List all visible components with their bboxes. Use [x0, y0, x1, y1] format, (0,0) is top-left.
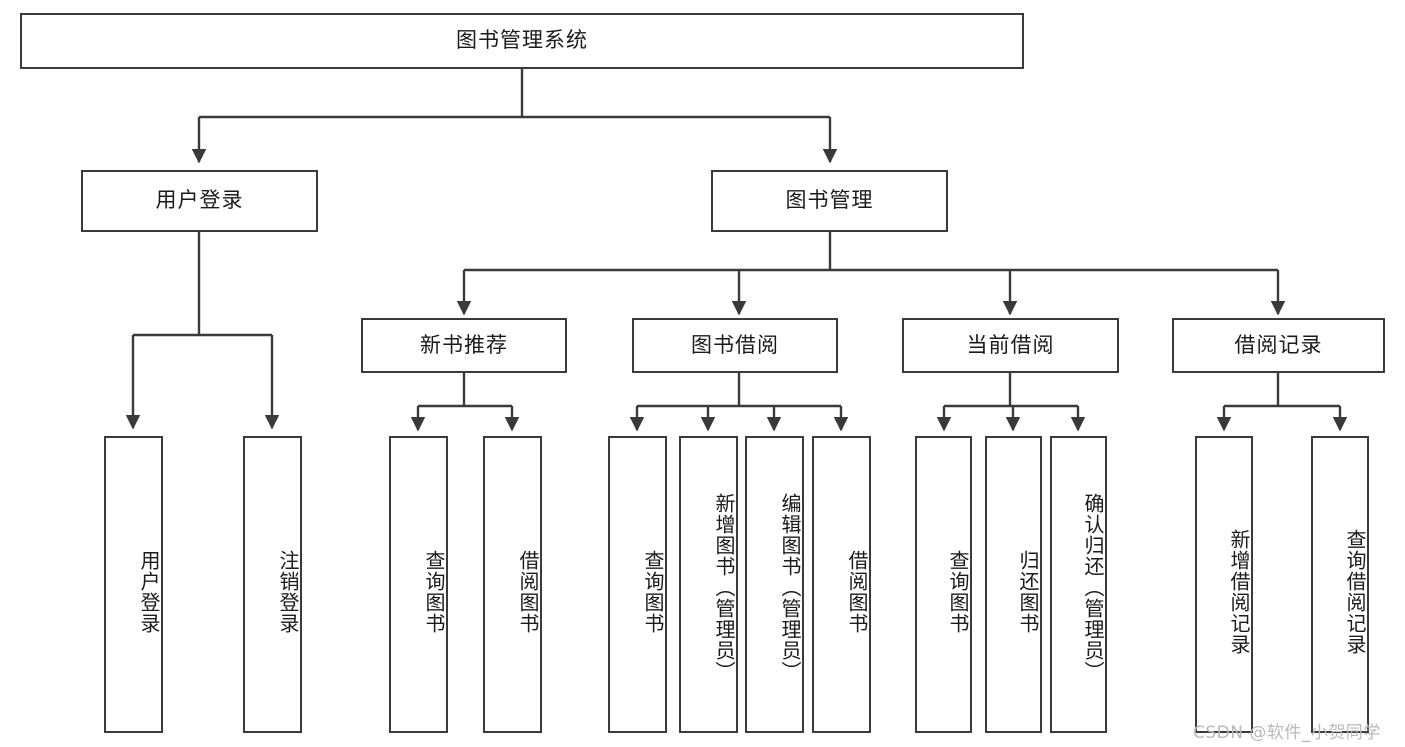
leaf-borrow-record-add-record[interactable]: 新增借阅记录: [1195, 436, 1253, 733]
node-label: 借阅图书: [845, 549, 869, 634]
node-label: 新增借阅记录: [1227, 528, 1251, 655]
leaf-current-borrow-query-book[interactable]: 查询图书: [915, 436, 972, 733]
node-root-book-management-system[interactable]: 图书管理系统: [20, 13, 1024, 69]
node-label: 查询图书: [422, 549, 446, 634]
node-book-borrow[interactable]: 图书借阅: [632, 318, 838, 373]
node-label: 查询图书: [946, 549, 970, 634]
node-label: 查询借阅记录: [1343, 528, 1367, 655]
leaf-user-login-logout[interactable]: 注销登录: [243, 436, 302, 733]
node-label: 用户登录: [137, 549, 161, 634]
leaf-borrow-record-query-record[interactable]: 查询借阅记录: [1311, 436, 1369, 733]
node-label: 查询图书: [641, 549, 665, 634]
leaf-book-borrow-add-book-admin[interactable]: 新增图书（管理员）: [679, 436, 738, 733]
node-label: 借阅记录: [1234, 332, 1323, 357]
node-label: 图书管理: [785, 188, 874, 213]
node-book-management[interactable]: 图书管理: [711, 170, 948, 232]
leaf-book-borrow-borrow-book[interactable]: 借阅图书: [812, 436, 871, 733]
node-label: 确认归还（管理员）: [1081, 493, 1105, 682]
node-new-book-recommend[interactable]: 新书推荐: [361, 318, 567, 373]
leaf-book-borrow-edit-book-admin[interactable]: 编辑图书（管理员）: [745, 436, 804, 733]
leaf-book-borrow-query-book[interactable]: 查询图书: [608, 436, 667, 733]
node-label: 新增图书（管理员）: [712, 493, 736, 682]
watermark-csdn: CSDN @软件_小贺同学: [1193, 723, 1381, 743]
node-label: 借阅图书: [516, 549, 540, 634]
leaf-current-borrow-confirm-return-admin[interactable]: 确认归还（管理员）: [1050, 436, 1107, 733]
node-label: 当前借阅: [966, 332, 1055, 357]
leaf-current-borrow-return-book[interactable]: 归还图书: [985, 436, 1042, 733]
leaf-new-book-query-book[interactable]: 查询图书: [389, 436, 448, 733]
node-borrow-record[interactable]: 借阅记录: [1172, 318, 1385, 373]
node-label: 注销登录: [276, 549, 300, 634]
node-label: 编辑图书（管理员）: [778, 493, 802, 682]
leaf-new-book-borrow-book[interactable]: 借阅图书: [483, 436, 542, 733]
node-user-login[interactable]: 用户登录: [81, 170, 318, 232]
leaf-user-login-login[interactable]: 用户登录: [104, 436, 163, 733]
node-label: 用户登录: [155, 188, 244, 213]
node-label: 图书管理系统: [456, 28, 588, 53]
node-label: 图书借阅: [691, 332, 779, 357]
node-label: 归还图书: [1016, 549, 1040, 634]
node-label: 新书推荐: [420, 332, 508, 357]
node-current-borrow[interactable]: 当前借阅: [902, 318, 1119, 373]
